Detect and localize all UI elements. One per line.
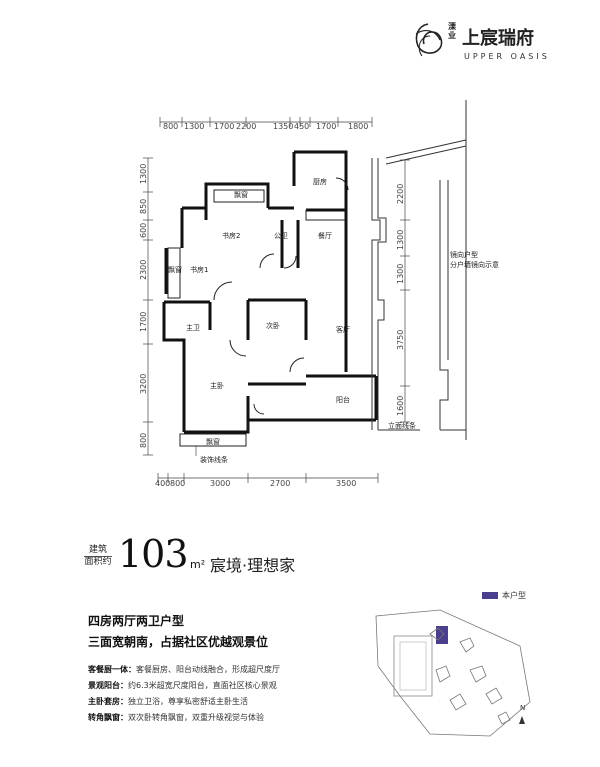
highlight-unit-marker (436, 626, 448, 644)
feature-label: 客餐厨一体： (88, 665, 136, 674)
area-unit: m² (190, 558, 206, 571)
room-study2: 书房2 (222, 231, 240, 240)
top-dim-0: 800 (163, 122, 178, 131)
top-dim-6: 1700 (316, 122, 336, 131)
left-dim-3: 2300 (139, 260, 148, 280)
facade-note-right: 立面线条 (388, 421, 416, 430)
area-tag: 建筑 面积约 (84, 545, 112, 568)
brand-en-name: UPPER OASIS (464, 52, 550, 61)
room-bay-left: 飘窗 (168, 265, 182, 274)
facade-note-bottom: 装饰线条 (200, 455, 228, 464)
feature-label: 转角飘窗： (88, 713, 128, 722)
feature-text: 约6.3米超宽尺度阳台，直面社区核心景观 (128, 681, 277, 690)
left-dim-5: 3200 (139, 374, 148, 394)
area-number: 103 (118, 532, 189, 576)
feature-label: 景观阳台： (88, 681, 128, 690)
brand-cn-small: 溧业 (448, 22, 456, 40)
north-arrow-icon (519, 716, 525, 724)
legend-label: 本户型 (502, 591, 526, 600)
north-label: N (520, 704, 525, 712)
right-dim-1: 1300 (396, 230, 405, 250)
right-dim-0: 2200 (396, 184, 405, 204)
top-dim-1: 1300 (184, 122, 204, 131)
top-dim-5: 450 (294, 122, 309, 131)
area-tag-top: 建筑 (84, 545, 112, 557)
left-dim-6: 800 (139, 433, 148, 448)
thin-walls (167, 177, 349, 447)
room-bay-bottom: 飘窗 (206, 437, 220, 446)
bottom-dim-3: 2700 (270, 479, 290, 488)
feature-item: 客餐厨一体：客餐厨房、阳台动线融合，形成超尺度厅 (88, 664, 280, 675)
top-dimension-line: 800 1300 1700 2200 1350 450 1700 1800 (159, 117, 373, 131)
bottom-dim-2: 3000 (210, 479, 230, 488)
left-dim-4: 1700 (139, 312, 148, 332)
right-dim-2: 1300 (396, 264, 405, 284)
top-dim-3: 2200 (236, 122, 256, 131)
room-bay-top: 飘窗 (234, 190, 248, 199)
brand-cn-name: 上宸瑞府 (462, 28, 534, 49)
room-dining: 餐厅 (318, 231, 332, 240)
left-dim-1: 850 (139, 199, 148, 214)
bottom-dim-4: 3500 (336, 479, 356, 488)
left-dim-2: 600 (139, 223, 148, 238)
plan-notes: 镜向户型 分户墙镜向示意 立面线条 装饰线条 (195, 250, 499, 464)
mirror-note-line1: 镜向户型 (450, 250, 478, 259)
room-labels: 厨房 飘窗 书房2 公卫 餐厅 飘窗 书房1 主卫 次卧 客厅 主卧 阳台 飘窗 (168, 177, 350, 446)
feature-item: 景观阳台：约6.3米超宽尺度阳台，直面社区核心景观 (88, 680, 277, 691)
feature-text: 独立卫浴，尊享私密舒适主卧生活 (128, 697, 248, 706)
unit-type-title: 四房两厅两卫户型 (88, 614, 185, 628)
feature-text: 客餐厨房、阳台动线融合，形成超尺度厅 (136, 665, 280, 674)
room-master-bed: 主卧 (210, 381, 224, 390)
top-dim-2: 1700 (214, 122, 234, 131)
mirror-note-line2: 分户墙镜向示意 (450, 260, 499, 269)
room-kitchen: 厨房 (313, 177, 327, 186)
right-dimension-line: 2200 1300 1300 3750 1600 (396, 159, 410, 423)
right-dim-3: 3750 (396, 330, 405, 350)
room-balcony: 阳台 (336, 395, 350, 404)
top-dim-4: 1350 (273, 122, 293, 131)
room-public-bath: 公卫 (274, 232, 288, 240)
area-slogan: 宸境·理想家 (210, 556, 296, 575)
site-map: N (375, 609, 531, 737)
left-dim-0: 1300 (139, 164, 148, 184)
feature-item: 转角飘窗：双次卧转角飘窗，双重升级视觉与体验 (88, 712, 264, 723)
feature-item: 主卧套房：独立卫浴，尊享私密舒适主卧生活 (88, 696, 248, 707)
top-dim-7: 1800 (348, 122, 368, 131)
legend-swatch (482, 592, 498, 599)
area-tag-bottom: 面积约 (84, 557, 112, 567)
site-boundary (375, 609, 531, 737)
brand-logo-icon (415, 23, 443, 57)
unit-type-subtitle: 三面宽朝南，占据社区优越观景位 (88, 635, 269, 649)
room-second-bed: 次卧 (266, 321, 280, 330)
site-buildings (429, 627, 511, 725)
feature-text: 双次卧转角飘窗，双重升级视觉与体验 (128, 713, 264, 722)
bottom-dimension-line: 400 800 3000 2700 3500 (155, 473, 379, 488)
walls (162, 150, 378, 434)
left-dimension-line: 1300 850 600 2300 1700 3200 800 (139, 157, 153, 456)
facade-right (371, 100, 467, 440)
room-living: 客厅 (336, 325, 350, 334)
room-study1: 书房1 (190, 265, 208, 274)
right-dim-4: 1600 (396, 396, 405, 416)
floor-plan: 800 1300 1700 2200 1350 450 1700 1800 40… (139, 100, 499, 488)
bottom-dim-0: 400 (155, 479, 170, 488)
feature-label: 主卧套房： (88, 697, 128, 706)
site-building-a (393, 635, 433, 697)
bottom-dim-1: 800 (170, 479, 185, 488)
room-master-bath: 主卫 (186, 323, 200, 332)
